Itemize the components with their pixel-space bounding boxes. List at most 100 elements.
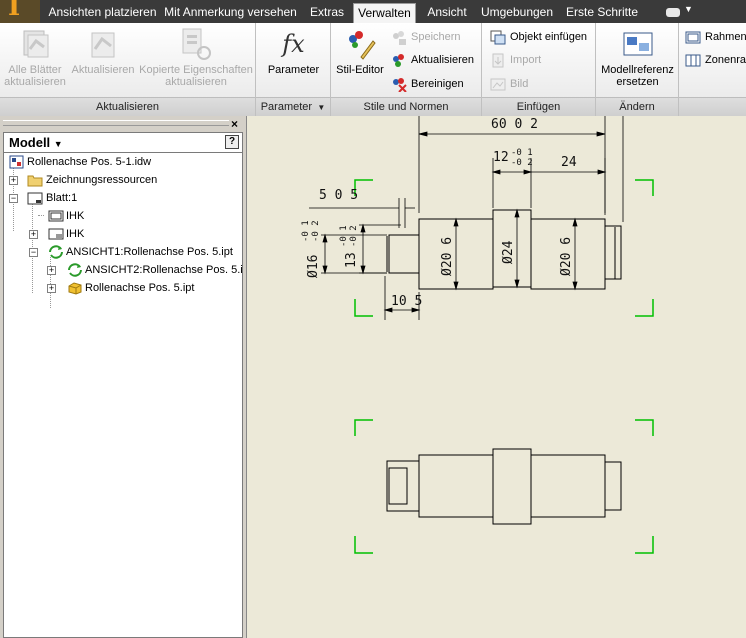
tree-node-border-ihk[interactable]: IHK xyxy=(8,208,240,224)
tab-mit-anmerkung-versehen[interactable]: Mit Anmerkung versehen xyxy=(164,5,297,19)
browser-drag-handle[interactable] xyxy=(3,120,229,126)
minimize-ribbon-icon xyxy=(666,8,680,17)
import-button[interactable]: Import xyxy=(488,50,541,70)
view2-geometry xyxy=(386,448,622,525)
dim-diameter-20-6-right[interactable]: Ø20 6 xyxy=(559,237,574,276)
ribbon-display-options-button[interactable]: ▼ xyxy=(664,4,694,19)
panel-aendern: Modellreferenz ersetzen Ändern xyxy=(596,23,679,116)
dim-diameter-16-tol-lower: -0 2 xyxy=(311,220,321,242)
expand-plus-icon[interactable]: + xyxy=(47,265,56,275)
aktualisieren-button[interactable]: Aktualisieren xyxy=(70,25,136,76)
fx-icon: fx xyxy=(282,30,305,58)
tree-line xyxy=(50,257,51,308)
view2-selection-brackets xyxy=(354,419,654,554)
tab-verwalten[interactable]: Verwalten xyxy=(353,3,416,23)
tree-node-titleblock-ihk[interactable]: + IHK xyxy=(8,226,240,242)
parameter-button[interactable]: fx Parameter xyxy=(260,25,327,76)
browser-title[interactable]: Modell ▼ xyxy=(9,135,63,150)
dim-diameter-20-6-left[interactable]: Ø20 6 xyxy=(440,237,455,276)
tree-node-label: Rollenachse Pos. 5.ipt xyxy=(85,282,195,294)
stil-editor-button[interactable]: Stil-Editor xyxy=(333,25,387,76)
browser-header[interactable]: Modell ▼ ? xyxy=(3,132,243,153)
tree-node-ansicht1[interactable]: − ANSICHT1:Rollenachse Pos. 5.ipt xyxy=(8,244,240,260)
tab-erste-schritte[interactable]: Erste Schritte xyxy=(565,5,639,19)
tab-extras[interactable]: Extras xyxy=(309,5,344,19)
dim-overall[interactable]: 60 0 2 xyxy=(491,117,538,132)
alle-blaetter-label-line1: Alle Blätter xyxy=(8,64,62,76)
import-label: Import xyxy=(510,54,542,66)
dim-length-10-5[interactable]: 10 5 xyxy=(391,294,422,309)
tab-ansichten-platzieren[interactable]: Ansichten platzieren xyxy=(48,5,157,19)
bereinigen-label: Bereinigen xyxy=(411,78,464,90)
tree-node-label: ANSICHT1:Rollenachse Pos. 5.ipt xyxy=(66,246,233,258)
tree-line xyxy=(38,215,44,216)
panel-title-parameter[interactable]: Parameter ▼ xyxy=(256,97,330,116)
zonenrahmen-button[interactable]: Zonenra xyxy=(683,50,746,70)
copied-properties-icon xyxy=(179,27,213,61)
stile-aktualisieren-button[interactable]: Aktualisieren xyxy=(389,50,474,70)
panel-stile-und-normen: Stil-Editor Speichern Aktualisieren Bere… xyxy=(331,23,482,116)
update-sheets-icon xyxy=(18,27,52,61)
ribbon-tab-bar: I Ansichten platzieren Mit Anmerkung ver… xyxy=(0,0,746,23)
dim-diameter-24[interactable]: Ø24 xyxy=(501,240,516,264)
drawing-sheet: 60 0 2 12 -0 1 -0 2 24 5 0 5 Ø16 -0 1 -0… xyxy=(301,116,654,554)
application-menu-button[interactable]: I xyxy=(0,0,40,23)
objekt-einfuegen-button[interactable]: Objekt einfügen xyxy=(488,27,587,47)
sheet-icon xyxy=(27,191,43,205)
dim-diameter-16[interactable]: Ø16 xyxy=(306,255,321,278)
tree-node-zeichnungsressourcen[interactable]: + Zeichnungsressourcen xyxy=(8,172,240,188)
bild-button[interactable]: Bild xyxy=(488,74,528,94)
dim-length-13-tol-lower: -0 2 xyxy=(349,225,359,247)
panel-title-stile: Stile und Normen xyxy=(331,97,481,116)
alle-blaetter-label-line2: aktualisieren xyxy=(4,76,66,88)
speichern-button[interactable]: Speichern xyxy=(389,27,461,47)
replace-model-reference-icon xyxy=(621,27,655,61)
tree-node-part[interactable]: + Rollenachse Pos. 5.ipt xyxy=(8,280,240,296)
dim-length-13-tol-upper: -0 1 xyxy=(339,225,349,247)
tab-umgebungen[interactable]: Umgebungen xyxy=(480,5,554,19)
collapse-minus-icon[interactable]: − xyxy=(29,247,38,257)
expand-plus-icon[interactable]: + xyxy=(47,283,56,293)
drawing-icon xyxy=(9,155,25,169)
save-styles-icon xyxy=(391,30,407,45)
drawing-canvas[interactable]: 60 0 2 12 -0 1 -0 2 24 5 0 5 Ø16 -0 1 -0… xyxy=(246,116,746,638)
expand-plus-icon[interactable]: + xyxy=(29,229,38,239)
dim-length-13[interactable]: 13 xyxy=(344,252,359,268)
dim-collar-tol-upper: -0 1 xyxy=(511,148,533,158)
tree-node-label: IHK xyxy=(66,228,85,240)
tab-ansicht[interactable]: Ansicht xyxy=(427,5,467,19)
tree-node-label: ANSICHT2:Rollenachse Pos. 5.ipt xyxy=(85,264,243,276)
panel-parameter: fx Parameter Parameter ▼ xyxy=(256,23,331,116)
panel-title-overflow xyxy=(679,97,746,116)
modellreferenz-label-line2: ersetzen xyxy=(616,76,659,88)
tree-node-drawing[interactable]: Rollenachse Pos. 5-1.idw xyxy=(8,154,240,170)
modellreferenz-ersetzen-button[interactable]: Modellreferenz ersetzen xyxy=(598,25,677,88)
dim-collar-width[interactable]: 12 xyxy=(493,150,509,165)
panel-title-aktualisieren: Aktualisieren xyxy=(0,97,255,116)
bereinigen-button[interactable]: Bereinigen xyxy=(389,74,464,94)
border-icon xyxy=(685,30,701,45)
close-icon[interactable]: × xyxy=(231,117,239,131)
collapse-minus-icon[interactable]: − xyxy=(9,193,18,203)
dim-right-length[interactable]: 24 xyxy=(561,155,577,170)
style-editor-icon xyxy=(343,27,377,61)
view-icon xyxy=(48,245,64,259)
kopierte-eigenschaften-aktualisieren-button[interactable]: Kopierte Eigenschaften aktualisieren xyxy=(138,25,254,88)
tree-node-ansicht2[interactable]: + ANSICHT2:Rollenachse Pos. 5.ipt xyxy=(8,262,243,278)
help-icon[interactable]: ? xyxy=(225,135,239,149)
border-icon xyxy=(48,209,64,223)
speichern-label: Speichern xyxy=(411,31,461,43)
view-icon xyxy=(67,263,83,277)
chevron-down-icon: ▼ xyxy=(53,139,63,149)
titleblock-icon xyxy=(48,227,64,241)
objekt-einfuegen-label: Objekt einfügen xyxy=(510,31,588,43)
rahmen-button[interactable]: Rahmen xyxy=(683,27,746,47)
tree-node-blatt[interactable]: − Blatt:1 xyxy=(8,190,240,206)
expand-plus-icon[interactable]: + xyxy=(9,175,18,185)
ribbon: Alle Blätter aktualisieren Aktualisieren xyxy=(0,23,746,116)
alle-blaetter-aktualisieren-button[interactable]: Alle Blätter aktualisieren xyxy=(2,25,68,88)
zonenrahmen-label: Zonenra xyxy=(705,54,746,66)
purge-styles-icon xyxy=(391,77,407,93)
dim-step[interactable]: 5 0 5 xyxy=(319,188,358,203)
insert-object-icon xyxy=(490,30,506,45)
